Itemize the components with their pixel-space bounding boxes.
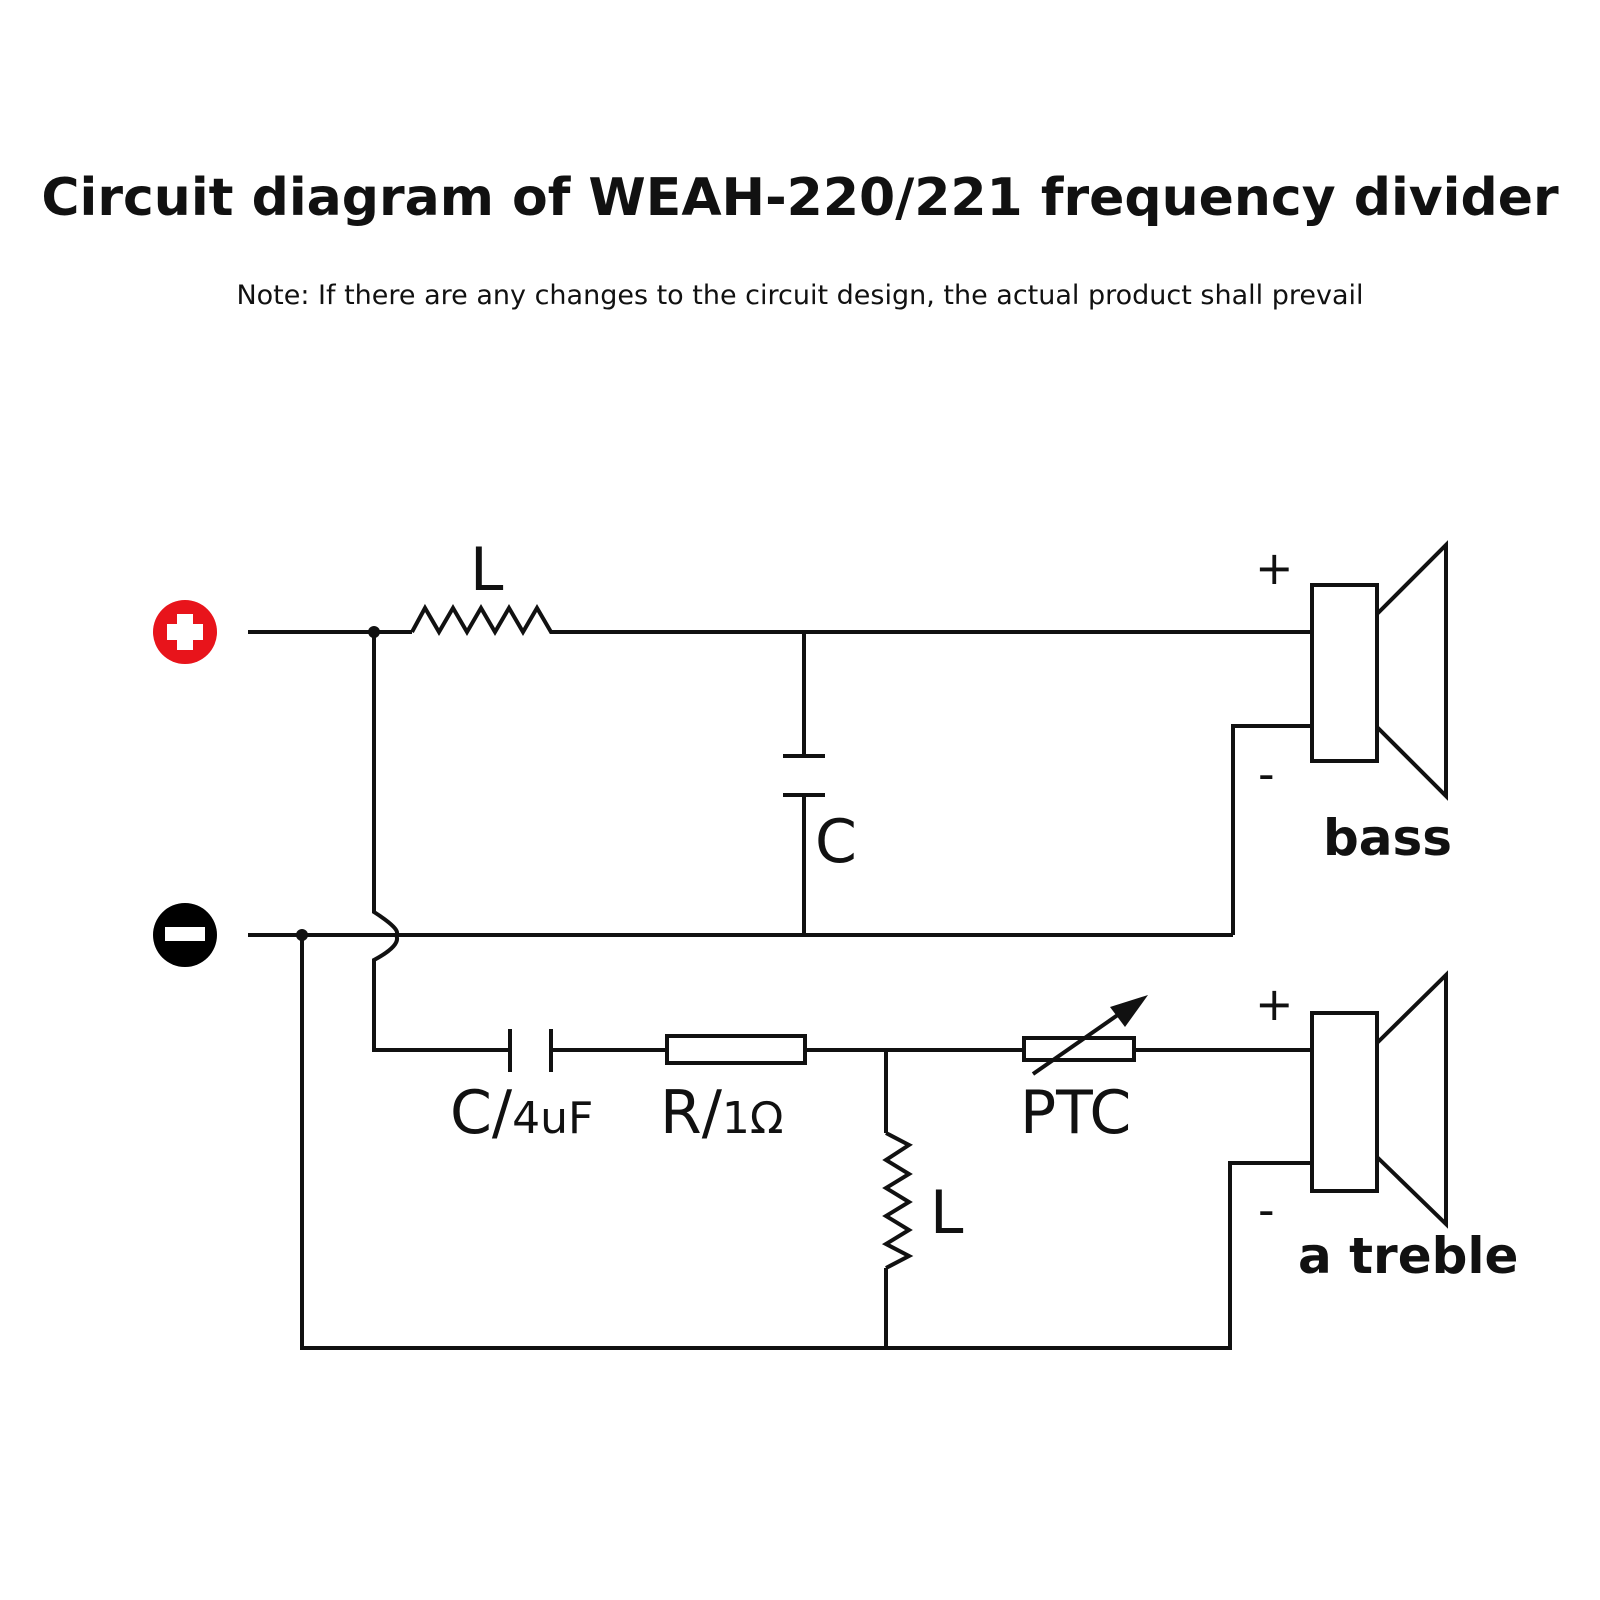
ptc-label: PTC — [1020, 1078, 1131, 1148]
treble-capacitor-label: C/4uF — [450, 1078, 593, 1148]
treble-minus-label: - — [1258, 1183, 1275, 1237]
treble-feed-wire — [372, 632, 510, 1052]
negative-terminal-icon — [153, 903, 217, 967]
treble-capacitor — [508, 1029, 667, 1072]
ptc-thermistor — [1022, 995, 1312, 1076]
bass-negative-wire — [1231, 724, 1312, 935]
treble-inductor — [881, 1050, 914, 1348]
bass-speaker-label: bass — [1323, 809, 1452, 867]
bass-inductor-label: L — [470, 535, 504, 605]
ground-return-wire — [300, 935, 1312, 1350]
bass-inductor-coil — [410, 603, 556, 636]
bass-minus-label: - — [1258, 747, 1275, 801]
positive-bus-wire — [248, 603, 1312, 636]
bass-plus-label: + — [1255, 541, 1294, 595]
bass-capacitor — [783, 632, 825, 935]
treble-speaker-icon — [1310, 970, 1448, 1229]
treble-resistor — [665, 1034, 807, 1065]
treble-inductor-label: L — [930, 1178, 964, 1248]
bass-capacitor-label: C — [815, 807, 857, 877]
treble-speaker-label: a treble — [1298, 1227, 1518, 1285]
diagram-title: Circuit diagram of WEAH-220/221 frequenc… — [41, 168, 1559, 228]
treble-resistor-label: R/1Ω — [660, 1078, 784, 1148]
diagram-note: Note: If there are any changes to the ci… — [236, 280, 1364, 311]
bass-speaker-icon — [1310, 540, 1448, 801]
positive-terminal-icon — [153, 600, 217, 664]
treble-plus-label: + — [1255, 977, 1294, 1031]
